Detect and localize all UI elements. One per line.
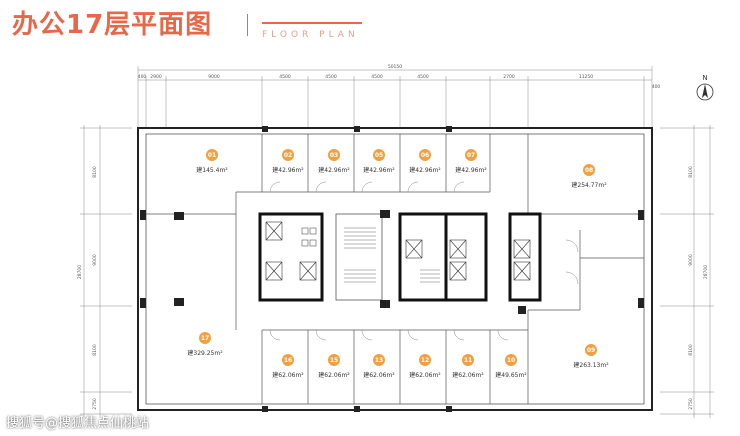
compass-label: N [702, 74, 707, 82]
unit-area-15: 建62.06m² [318, 371, 350, 379]
unit-marker-07 [465, 149, 477, 161]
dim-right-1: 8100 [688, 166, 694, 178]
unit-number-15: 15 [330, 357, 338, 364]
unit-number-03: 03 [330, 152, 338, 159]
dim-top-seg-3: 9000 [208, 74, 220, 80]
unit-number-07: 07 [467, 152, 475, 159]
unit-marker-06 [419, 149, 431, 161]
unit-marker-01 [206, 149, 218, 161]
dim-top-seg-2: 2900 [150, 74, 162, 80]
unit-markers [199, 149, 597, 366]
dim-right-3: 8100 [688, 344, 694, 356]
dim-right-4: 2750 [688, 398, 694, 410]
building-core [258, 212, 542, 302]
unit-area-02: 建42.96m² [272, 166, 304, 174]
dim-left-4: 2750 [92, 398, 98, 410]
title-separator [247, 14, 248, 36]
unit-area-05: 建42.96m² [363, 166, 395, 174]
unit-number-12: 12 [421, 357, 429, 364]
unit-area-08: 建254.77m² [571, 181, 607, 189]
dim-left-total: 28700 [77, 265, 83, 279]
unit-marker-08 [583, 164, 595, 176]
unit-number-10: 10 [507, 357, 515, 364]
unit-marker-03 [328, 149, 340, 161]
unit-marker-13 [373, 354, 385, 366]
structural-columns [140, 126, 644, 412]
unit-area-16: 建62.06m² [272, 371, 304, 379]
unit-area-13: 建62.06m² [363, 371, 395, 379]
unit-number-09: 09 [587, 347, 595, 354]
dim-top-seg-8: 2700 [503, 74, 515, 80]
dim-top-seg-6: 4500 [371, 74, 383, 80]
dim-top-seg-9: 11250 [579, 74, 593, 80]
dim-left-3: 8100 [92, 344, 98, 356]
north-arrow-icon [696, 83, 714, 101]
door-swings [269, 181, 579, 341]
unit-area-12: 建62.06m² [409, 371, 441, 379]
unit-marker-16 [282, 354, 294, 366]
unit-area-10: 建49.65m² [495, 371, 527, 379]
dim-top-seg-1: 400 [138, 74, 147, 80]
unit-marker-17 [199, 332, 211, 344]
unit-marker-10 [505, 354, 517, 366]
unit-marker-09 [585, 344, 597, 356]
top-dimension-lines [80, 66, 714, 418]
unit-marker-12 [419, 354, 431, 366]
dim-left-1: 8100 [92, 166, 98, 178]
page-subtitle: FLOOR PLAN [262, 30, 359, 40]
unit-area-03: 建42.96m² [318, 166, 350, 174]
unit-area-11: 建62.06m² [452, 371, 484, 379]
dim-right-total: 28700 [703, 265, 709, 279]
unit-area-01: 建145.4m² [196, 166, 228, 174]
dim-top-seg-5: 4500 [325, 74, 337, 80]
unit-number-02: 02 [284, 152, 292, 159]
page-title: 办公17层平面图 [12, 10, 213, 40]
unit-area-07: 建42.96m² [455, 166, 487, 174]
unit-marker-05 [373, 149, 385, 161]
building-outline [137, 127, 653, 411]
unit-marker-11 [462, 354, 474, 366]
unit-marker-02 [282, 149, 294, 161]
unit-marker-15 [328, 354, 340, 366]
unit-number-17: 17 [201, 335, 209, 342]
partition-walls [146, 134, 644, 404]
unit-area-06: 建42.96m² [409, 166, 441, 174]
unit-number-13: 13 [375, 357, 383, 364]
unit-area-09: 建263.13m² [573, 361, 609, 369]
dim-top-seg-7: 4500 [417, 74, 429, 80]
title-underline [262, 22, 362, 24]
unit-number-08: 08 [585, 167, 593, 174]
dim-top-total: 50150 [388, 64, 402, 70]
unit-area-17: 建329.25m² [187, 349, 223, 357]
unit-number-16: 16 [284, 357, 292, 364]
unit-number-06: 06 [421, 152, 429, 159]
dim-left-2: 9000 [92, 254, 98, 266]
unit-number-05: 05 [375, 152, 383, 159]
dim-right-2: 9000 [688, 254, 694, 266]
dim-top-seg-4: 4500 [279, 74, 291, 80]
unit-number-11: 11 [464, 357, 472, 364]
watermark-text: 搜狐号@搜狐焦点仙桃站 [6, 416, 150, 431]
dim-top-seg-10: 400 [652, 84, 661, 90]
unit-number-01: 01 [208, 152, 216, 159]
